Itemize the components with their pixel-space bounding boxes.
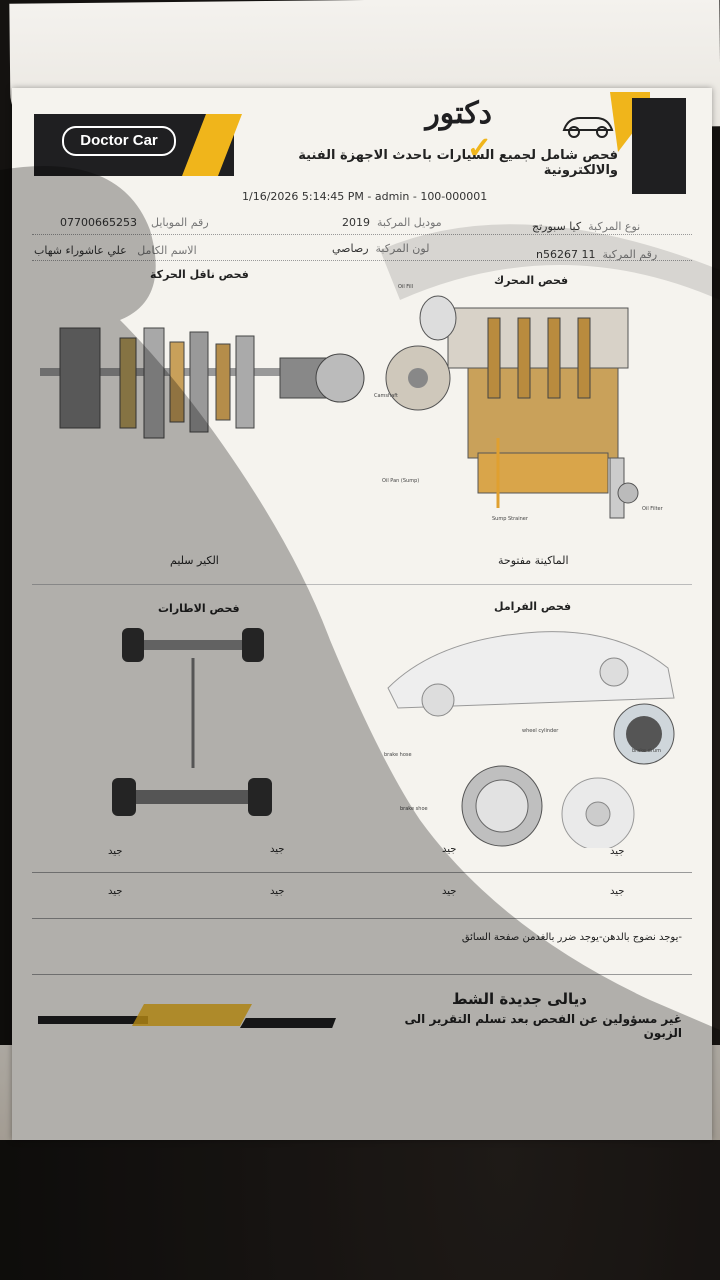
plate-field: رقم المركبة 11 n56267: [536, 248, 658, 261]
footer-dark-bar-left: [38, 1016, 148, 1024]
engine-caption: الماكينة مفتوحة: [498, 554, 569, 567]
footer-location: ديالى جديدة الشط: [452, 990, 587, 1008]
car-logo-icon: [562, 117, 614, 138]
inspection-note: -يوجد نضوج بالدهن-يوجد ضرر بالغدمن صفحة …: [461, 932, 682, 943]
label-brake-shoe: brake shoe: [400, 806, 428, 812]
label-brake-drum: brake drum: [632, 748, 661, 754]
mobile-field: رقم الموبايل 07700665253: [60, 216, 209, 229]
name-field: الاسم الكامل علي عاشوراء شهاب: [34, 244, 197, 257]
label-oil-pan: Oil Pan (Sump): [382, 478, 420, 484]
footer-dark-bar-right: [240, 1018, 336, 1028]
label-wheel-cylinder: wheel cylinder: [522, 728, 559, 734]
color-field: لون المركبة رصاصي: [332, 242, 430, 255]
transmission-diagram: [40, 327, 365, 439]
brakes-diagram: [387, 631, 675, 848]
tires-diagram: [112, 628, 272, 816]
footer-yellow-bar: [132, 1004, 252, 1026]
engine-section-title: فحص المحرك: [494, 274, 569, 287]
result-tires-1: جيد: [270, 844, 285, 855]
label-oil-fill: Oil Fill: [398, 284, 413, 290]
transmission-section-title: فحص ناقل الحركة: [150, 268, 249, 281]
label-oil-filter: Oil Filter: [642, 506, 663, 512]
row-dots-2: [32, 260, 692, 261]
result-tires-2: جيد: [270, 886, 285, 897]
brakes-section-title: فحص الفرامل: [494, 600, 572, 613]
result-transmission-1: جيد: [108, 846, 123, 857]
result-engine-1: جيد: [442, 844, 457, 855]
car-type-field: نوع المركبة كيا سبورتج: [532, 220, 641, 233]
results-line-2: [32, 918, 692, 919]
inspection-report: Doctor Car دكتور ✓ فحص شامل لجميع السيار…: [12, 88, 712, 1140]
label-camshaft: Camshaft: [374, 393, 398, 399]
result-transmission-2: جيد: [108, 886, 123, 897]
model-field: موديل المركبة 2019: [342, 216, 442, 229]
result-brakes-2: جيد: [610, 886, 625, 897]
result-engine-2: جيد: [442, 886, 457, 897]
footer-disclaimer: غير مسؤولين عن الفحص بعد تسلم التقرير ال…: [404, 1012, 683, 1040]
header-tagline: فحص شامل لجميع السيارات باحدث الاجهزة ال…: [298, 148, 618, 178]
label-brake-hose: brake hose: [384, 752, 412, 758]
tires-section-title: فحص الاطارات: [158, 602, 240, 615]
header-right-dark: [632, 98, 686, 194]
result-brakes-1: جيد: [610, 846, 625, 857]
label-sump-strainer: Sump Strainer: [492, 516, 528, 522]
brand-arabic: دكتور ✓: [425, 96, 492, 166]
transmission-caption: الكير سليم: [170, 554, 219, 567]
report-meta: 1/16/2026 5:14:45 PM - admin - 100-00000…: [242, 190, 488, 203]
row-dots-1: [32, 234, 692, 235]
engine-diagram: [385, 295, 639, 519]
brand-car-mark: ✓: [466, 131, 492, 166]
results-line-1: [32, 872, 692, 873]
logo-doctor-car: Doctor Car: [62, 126, 176, 156]
note-line: [32, 974, 692, 975]
section-divider-1: [32, 584, 692, 585]
